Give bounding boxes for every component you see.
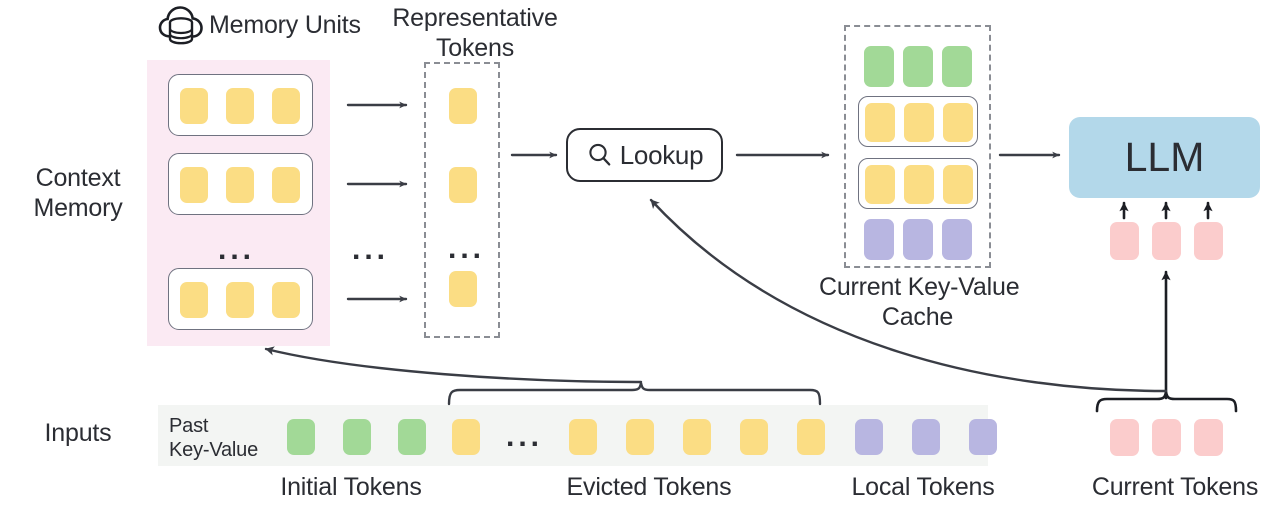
evicted-tokens-label: Evicted Tokens	[566, 473, 732, 501]
memory-token	[180, 282, 208, 318]
kv-initial-token	[903, 46, 933, 87]
input-local-token	[912, 419, 940, 455]
kv-retrieved-token	[943, 165, 973, 204]
input-initial-token	[287, 419, 315, 455]
input-current-token	[1110, 419, 1139, 456]
input-initial-token	[398, 419, 426, 455]
evicted-tokens-ellipsis: ...	[506, 420, 544, 453]
representative-tokens-header: Representative Tokens	[392, 4, 558, 62]
memory-token	[226, 88, 254, 124]
input-evicted-token	[569, 419, 597, 455]
representative-token-2	[449, 167, 477, 203]
representative-tokens-ellipsis: ...	[448, 232, 486, 265]
representative-token-1	[449, 88, 477, 124]
input-evicted-token	[740, 419, 768, 455]
initial-tokens-label: Initial Tokens	[280, 473, 422, 501]
llm-current-token	[1110, 222, 1139, 260]
past-key-value-label: Past Key-Value	[169, 415, 258, 461]
current-tokens-brace	[1095, 391, 1238, 413]
input-evicted-token	[683, 419, 711, 455]
kv-retrieved-token	[943, 103, 973, 142]
evicted-tokens-brace	[447, 382, 822, 406]
llm-box[interactable]: LLM	[1069, 117, 1260, 198]
memory-token	[180, 167, 208, 203]
input-local-token	[969, 419, 997, 455]
current-kv-cache-label: Current Key-Value Cache	[819, 273, 1020, 331]
context-memory-row-label: Context Memory	[33, 164, 123, 222]
memory-unit-n[interactable]	[168, 268, 313, 330]
lookup-box[interactable]: Lookup	[566, 128, 723, 182]
lookup-label: Lookup	[619, 139, 704, 170]
kv-retrieved-unit-2	[858, 158, 978, 209]
kv-retrieved-token	[904, 165, 934, 204]
inputs-strip-left-background	[158, 405, 633, 466]
kv-local-token	[903, 219, 933, 260]
memory-token	[272, 167, 300, 203]
llm-label: LLM	[1124, 134, 1205, 180]
memory-token	[272, 282, 300, 318]
memory-token	[272, 88, 300, 124]
kv-retrieved-token	[865, 103, 895, 142]
input-evicted-token	[452, 419, 480, 455]
memory-token	[226, 167, 254, 203]
kv-retrieved-unit-1	[858, 96, 978, 147]
llm-current-token	[1194, 222, 1223, 260]
memory-to-representative-ellipsis: ...	[352, 233, 390, 266]
local-tokens-label: Local Tokens	[851, 473, 995, 501]
current-kv-cache-container	[844, 25, 991, 268]
cloud-database-icon	[158, 5, 204, 47]
kv-initial-token	[942, 46, 972, 87]
memory-units-header: Memory Units	[209, 11, 361, 39]
memory-units-ellipsis: ...	[218, 233, 256, 266]
memory-token	[180, 88, 208, 124]
current-tokens-label: Current Tokens	[1091, 473, 1259, 501]
kv-retrieved-token	[865, 165, 895, 204]
input-current-token	[1152, 419, 1181, 456]
input-initial-token	[343, 419, 371, 455]
representative-token-n	[449, 271, 477, 307]
input-local-token	[855, 419, 883, 455]
representative-tokens-container: ...	[424, 62, 500, 338]
kv-initial-token	[864, 46, 894, 87]
search-icon	[586, 141, 614, 169]
kv-local-token	[942, 219, 972, 260]
memory-token	[226, 282, 254, 318]
kv-retrieved-token	[904, 103, 934, 142]
inputs-row-label: Inputs	[44, 419, 112, 447]
input-current-token	[1194, 419, 1223, 456]
input-evicted-token	[797, 419, 825, 455]
llm-current-token	[1152, 222, 1181, 260]
memory-unit-1[interactable]	[168, 74, 313, 136]
memory-unit-2[interactable]	[168, 153, 313, 215]
kv-local-token	[864, 219, 894, 260]
arrow-evicted-to-memory	[264, 346, 643, 384]
input-evicted-token	[626, 419, 654, 455]
